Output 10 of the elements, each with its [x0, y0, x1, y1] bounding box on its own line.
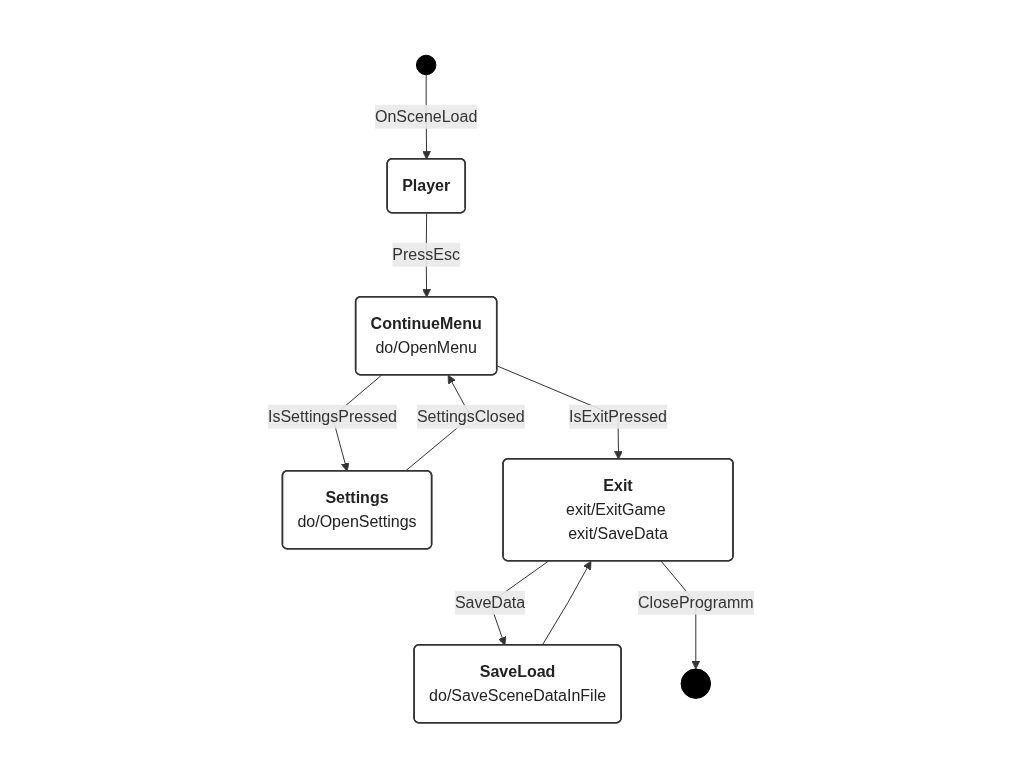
- edge-label: SettingsClosed: [416, 407, 525, 425]
- edge-label: IsExitPressed: [568, 407, 667, 425]
- node-circle: [415, 54, 437, 76]
- arrow: [541, 560, 592, 646]
- node-circle: [680, 668, 711, 700]
- edge-label: PressEsc: [392, 245, 460, 263]
- edge-label: SaveData: [454, 593, 525, 611]
- edge-label: OnSceneLoad: [374, 107, 477, 125]
- edge-label: CloseProgramm: [637, 593, 754, 611]
- edge-label: IsSettingsPressed: [267, 407, 397, 425]
